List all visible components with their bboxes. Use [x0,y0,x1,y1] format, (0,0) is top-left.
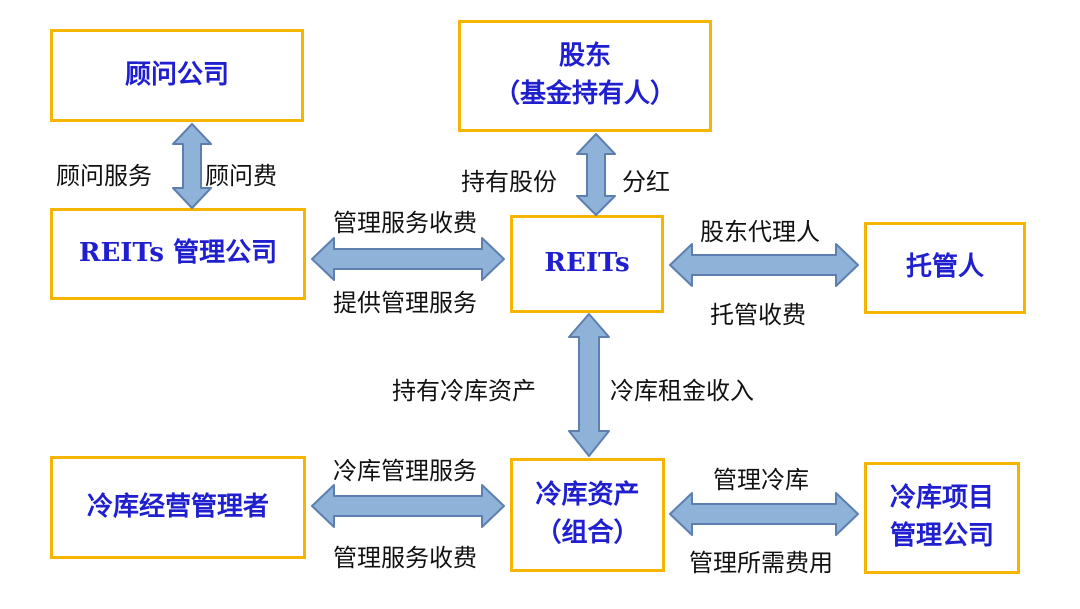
node-consultant: 顾问公司 [50,29,304,122]
node-cold-assets: 冷库资产 （组合） [510,458,665,572]
arrow-consultant-manager [172,123,212,209]
label-dividend: 分红 [622,168,670,196]
label-cold-rent-income: 冷库租金收入 [610,377,754,405]
label-cold-mgmt-service: 冷库管理服务 [333,457,477,485]
label-custody-fee: 托管收费 [710,301,806,329]
label-mgmt-fee-bottom: 管理服务收费 [333,544,477,572]
label-manage-cold: 管理冷库 [713,466,809,494]
node-trustee: 托管人 [864,222,1026,314]
node-reits-label: REITs [544,248,630,279]
node-reits-manager: REITs 管理公司 [50,208,306,300]
node-consultant-label: 顾问公司 [124,59,229,90]
node-cold-assets-label-line2: （组合） [535,518,640,548]
node-cold-project-manager-label-line2: 管理公司 [889,521,994,551]
arrow-reits-assets [568,313,610,457]
node-cold-assets-label-line1: 冷库资产 [535,480,640,511]
node-reits: REITs [510,215,664,313]
label-consult-fee: 顾问费 [205,162,277,190]
label-mgmt-fee-top: 管理服务收费 [333,209,477,237]
label-shareholder-agent: 股东代理人 [700,218,820,246]
label-consult-service: 顾问服务 [56,162,152,190]
node-shareholders-label-line2: （基金持有人） [493,79,676,109]
arrow-operator-assets [311,484,505,528]
label-hold-cold-assets: 持有冷库资产 [392,377,536,405]
node-cold-operator-label: 冷库经营管理者 [86,491,269,522]
node-trustee-label: 托管人 [905,252,984,283]
arrow-reits-trustee [669,243,859,287]
label-mgmt-cost: 管理所需费用 [689,549,833,577]
node-cold-operator: 冷库经营管理者 [50,456,306,559]
node-cold-project-manager-label-line1: 冷库项目 [889,483,994,514]
node-shareholders: 股东 （基金持有人） [458,20,712,132]
node-cold-project-manager: 冷库项目 管理公司 [864,462,1020,574]
node-shareholders-label-line1: 股东 [558,41,611,72]
label-provide-mgmt: 提供管理服务 [333,289,477,317]
arrow-assets-project [669,492,859,536]
arrow-shareholders-reits [576,133,616,216]
label-hold-shares: 持有股份 [461,168,557,196]
arrow-manager-reits [311,237,505,281]
node-reits-manager-label: REITs 管理公司 [78,238,278,269]
